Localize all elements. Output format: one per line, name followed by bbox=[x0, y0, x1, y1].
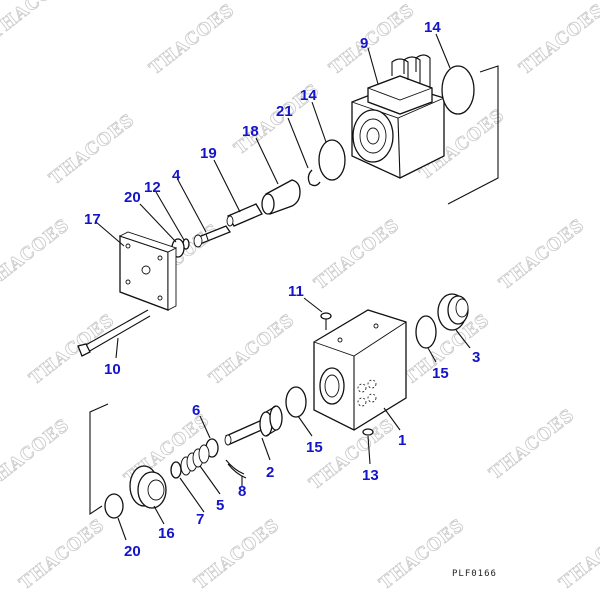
snap-ring-21 bbox=[307, 169, 321, 187]
callout-19: 19 bbox=[200, 145, 217, 162]
end-cap-16 bbox=[129, 465, 167, 509]
washer-7 bbox=[170, 461, 182, 479]
watermark: THACOES bbox=[311, 215, 404, 294]
seal-ring-14-lower bbox=[318, 139, 346, 181]
bolt-10 bbox=[77, 309, 151, 357]
end-cap-3 bbox=[437, 293, 469, 331]
callout-11: 11 bbox=[288, 283, 304, 300]
watermark: THACOES bbox=[376, 515, 469, 594]
wire-clip-8 bbox=[225, 459, 247, 479]
watermark: THACOES bbox=[496, 215, 589, 294]
watermark: THACOES bbox=[556, 515, 600, 594]
callout-15-right: 15 bbox=[432, 365, 449, 382]
spring-5 bbox=[180, 444, 210, 476]
watermark: THACOES bbox=[0, 215, 74, 294]
valve-body-1 bbox=[313, 309, 407, 431]
callout-3: 3 bbox=[472, 349, 480, 366]
spool-2 bbox=[224, 405, 283, 446]
watermark: THACOES bbox=[16, 515, 109, 594]
callout-7: 7 bbox=[196, 511, 204, 528]
callout-15-left: 15 bbox=[306, 439, 323, 456]
callout-10: 10 bbox=[104, 361, 121, 378]
o-ring-20-lower bbox=[104, 493, 124, 519]
callout-20-upper: 20 bbox=[124, 189, 141, 206]
drawing-code: PLF0166 bbox=[452, 569, 497, 579]
callout-1: 1 bbox=[398, 432, 406, 449]
assembly-bracket-lines bbox=[89, 65, 499, 516]
watermark: THACOES bbox=[0, 415, 74, 494]
cover-plate-17 bbox=[118, 231, 178, 311]
callout-13: 13 bbox=[362, 467, 379, 484]
small-o-ring-13 bbox=[362, 428, 374, 436]
watermark: THACOES bbox=[326, 0, 419, 79]
callout-9: 9 bbox=[360, 35, 368, 52]
seal-ring-15-left bbox=[285, 386, 307, 418]
callout-labels: 1 2 3 4 5 6 7 8 9 10 11 12 13 14 14 15 1… bbox=[84, 19, 480, 560]
callout-6: 6 bbox=[192, 402, 200, 419]
seal-ring-14-upper bbox=[441, 65, 475, 115]
callout-2: 2 bbox=[266, 464, 274, 481]
callout-17: 17 bbox=[84, 211, 101, 228]
watermark: THACOES bbox=[516, 0, 600, 79]
plug-11 bbox=[320, 312, 332, 330]
watermark: THACOES bbox=[146, 0, 239, 79]
callout-20-lower: 20 bbox=[124, 543, 141, 560]
pin-19 bbox=[226, 203, 263, 227]
callout-12: 12 bbox=[144, 179, 161, 196]
watermark: THACOES bbox=[206, 310, 299, 389]
leader-lines bbox=[95, 33, 471, 541]
callout-14-upper: 14 bbox=[424, 19, 441, 36]
callout-14-lower: 14 bbox=[300, 87, 317, 104]
watermark: THACOES bbox=[0, 0, 79, 44]
seal-ring-15-right bbox=[415, 315, 437, 349]
watermark: THACOES bbox=[46, 110, 139, 189]
callout-16: 16 bbox=[158, 525, 175, 542]
push-rod-4 bbox=[193, 225, 231, 248]
watermark: THACOES bbox=[486, 405, 579, 484]
solenoid-coil bbox=[351, 54, 445, 179]
callout-8: 8 bbox=[238, 483, 246, 500]
callout-4: 4 bbox=[172, 167, 181, 184]
callout-5: 5 bbox=[216, 497, 224, 514]
sleeve-18 bbox=[261, 179, 301, 215]
callout-21: 21 bbox=[276, 103, 293, 120]
watermark: THACOES bbox=[191, 515, 284, 594]
callout-18: 18 bbox=[242, 123, 259, 140]
